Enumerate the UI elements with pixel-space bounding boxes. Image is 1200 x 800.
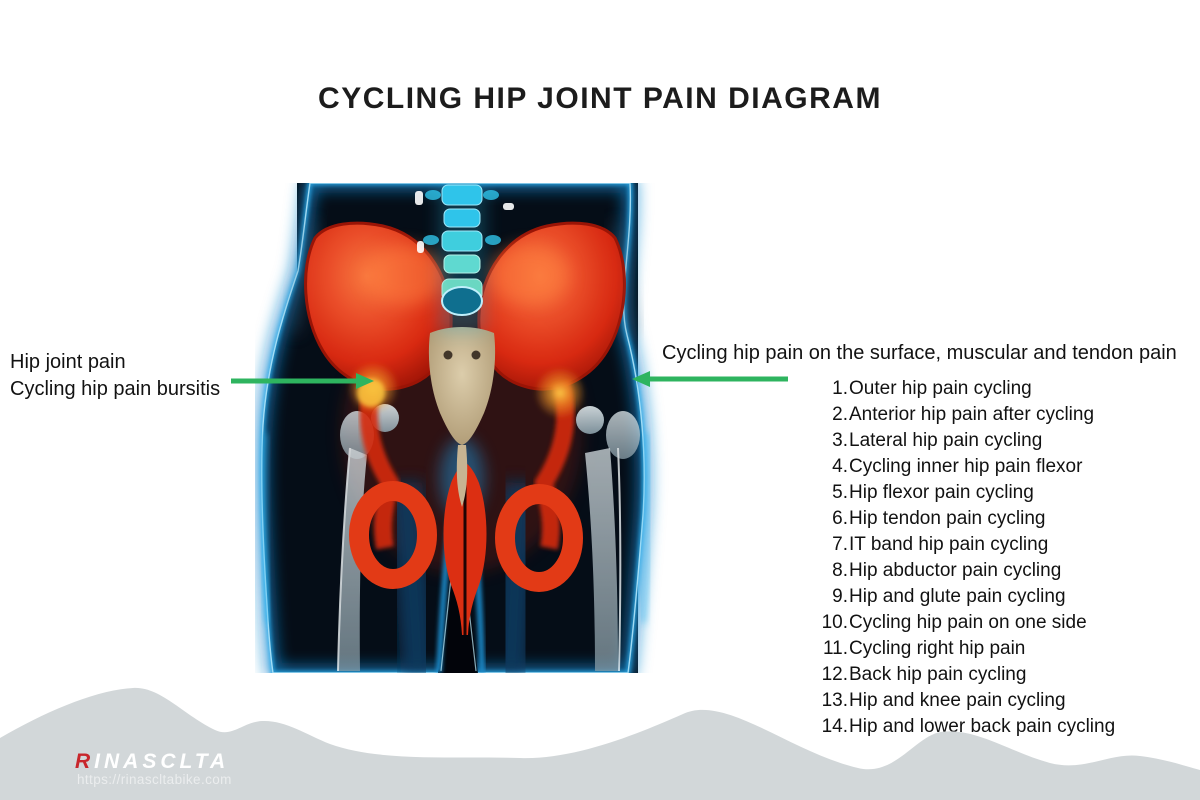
left-arrow-icon: [231, 373, 374, 389]
list-text: Outer hip pain cycling: [849, 378, 1032, 399]
right-arrow-icon: [632, 371, 788, 387]
list-number: 8.: [832, 560, 848, 581]
spine-shape: [415, 183, 514, 333]
left-annotation-line2: Cycling hip pain bursitis: [10, 378, 221, 400]
list-text: Hip and glute pain cycling: [849, 586, 1066, 607]
page-title: CYCLING HIP JOINT PAIN DIAGRAM: [318, 82, 882, 115]
list-number: 14.: [821, 716, 848, 737]
list-item: 10. Cycling hip pain on one side: [812, 610, 1115, 636]
list-text: Cycling inner hip pain flexor: [849, 456, 1083, 477]
femur-right: [576, 406, 640, 672]
list-item: 3. Lateral hip pain cycling: [812, 428, 1115, 454]
left-annotation: Hip joint pain Cycling hip pain bursitis: [10, 349, 220, 403]
list-text: Anterior hip pain after cycling: [849, 404, 1095, 425]
list-text: Hip abductor pain cycling: [849, 560, 1062, 581]
hip-joint-highlight: [357, 379, 385, 407]
list-text: Cycling hip pain on one side: [849, 612, 1087, 633]
list-item: 6. Hip tendon pain cycling: [812, 506, 1115, 532]
list-item: 14. Hip and lower back pain cycling: [812, 714, 1116, 740]
list-item: 11. Cycling right hip pain: [812, 636, 1115, 662]
list-number: 7.: [832, 534, 848, 555]
pain-list: 1. Outer hip pain cycling 2. Anterior hi…: [812, 376, 1116, 740]
list-number: 4.: [832, 456, 848, 477]
hip-xray-illustration: [256, 183, 650, 673]
list-item: 2. Anterior hip pain after cycling: [812, 402, 1115, 428]
list-item: 8. Hip abductor pain cycling: [812, 558, 1115, 584]
list-number: 12.: [821, 664, 848, 685]
list-text: Hip tendon pain cycling: [849, 508, 1046, 529]
right-annotation-heading: Cycling hip pain on the surface, muscula…: [662, 342, 1177, 364]
list-item: 4. Cycling inner hip pain flexor: [812, 454, 1115, 480]
pelvis-shape: [304, 221, 626, 635]
left-annotation-line1: Hip joint pain: [10, 351, 126, 373]
list-number: 2.: [832, 404, 848, 425]
mountain-silhouette: [0, 687, 1200, 800]
list-text: Hip and lower back pain cycling: [849, 716, 1116, 737]
list-number: 9.: [832, 586, 848, 607]
brand-logo-r: R: [75, 750, 95, 773]
list-number: 3.: [832, 430, 848, 451]
list-text: Hip flexor pain cycling: [849, 482, 1034, 503]
list-text: Back hip pain cycling: [849, 664, 1027, 685]
list-number: 5.: [832, 482, 848, 503]
list-item: 7. IT band hip pain cycling: [812, 532, 1115, 558]
list-item: 12. Back hip pain cycling: [812, 662, 1115, 688]
brand-logo-rest: INASCLTA: [94, 750, 230, 773]
list-item: 5. Hip flexor pain cycling: [812, 480, 1115, 506]
list-text: Cycling right hip pain: [849, 638, 1026, 659]
list-text: IT band hip pain cycling: [849, 534, 1049, 555]
list-number: 6.: [832, 508, 848, 529]
list-item: 1. Outer hip pain cycling: [812, 376, 1115, 402]
list-number: 11.: [822, 638, 848, 659]
list-number: 10.: [821, 612, 848, 633]
brand-logo: RINASCLTA: [75, 750, 229, 774]
list-item: 9. Hip and glute pain cycling: [812, 584, 1115, 610]
list-number: 1.: [832, 378, 848, 399]
list-item: 13. Hip and knee pain cycling: [812, 688, 1115, 714]
sacrum-shape: [428, 327, 496, 507]
list-text: Lateral hip pain cycling: [849, 430, 1043, 451]
list-number: 13.: [821, 690, 848, 711]
site-url: https://rinascltabike.com: [77, 772, 232, 787]
list-text: Hip and knee pain cycling: [849, 690, 1066, 711]
